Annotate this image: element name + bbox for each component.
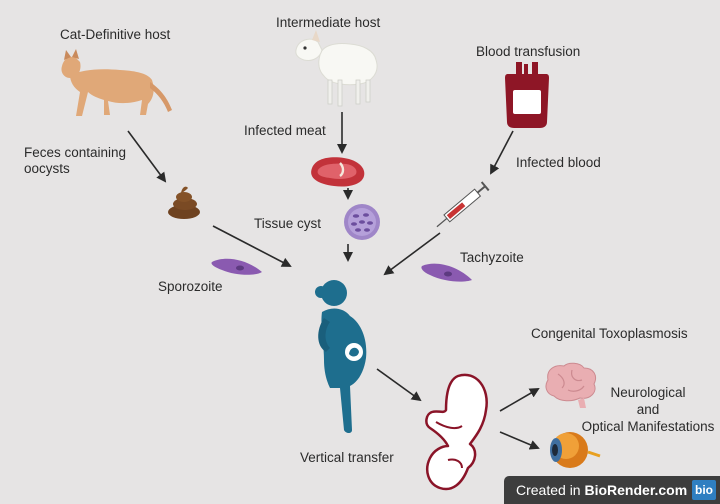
tachyzoite-icon	[421, 263, 472, 282]
label-infected-blood: Infected blood	[516, 155, 601, 170]
eye-icon	[550, 432, 601, 468]
biorender-badge[interactable]: Created in BioRender.com bio	[504, 476, 720, 504]
arrow-bag-to-syringe	[490, 130, 514, 175]
label-cat-host: Cat-Definitive host	[60, 27, 171, 42]
arrow-woman-to-fetus	[376, 368, 422, 402]
pregnant-woman-icon	[315, 280, 367, 433]
label-neuro-line1: Neurological	[610, 385, 686, 400]
arrow-cat-to-feces	[127, 130, 167, 183]
biorender-logo-icon: bio	[692, 480, 716, 500]
badge-text: Created in BioRender.com	[516, 482, 687, 498]
label-congenital-toxoplasmosis: Congenital Toxoplasmosis	[531, 326, 688, 341]
tissue-cyst-icon	[344, 204, 380, 240]
meat-icon	[311, 157, 365, 187]
syringe-icon	[436, 181, 490, 228]
label-blood-transfusion: Blood transfusion	[476, 44, 581, 59]
badge-brand: BioRender.com	[584, 482, 688, 498]
badge-prefix: Created in	[516, 482, 585, 498]
blood-bag-icon	[505, 62, 549, 128]
label-feces-line2: oocysts	[24, 161, 70, 176]
feces-icon	[168, 186, 200, 219]
cat-icon	[61, 49, 172, 116]
label-tachyzoite: Tachyzoite	[460, 250, 524, 265]
lamb-icon	[295, 30, 378, 107]
arrow-syringe-to-woman	[383, 232, 441, 276]
label-feces-line1: Feces containing	[24, 145, 127, 160]
label-intermediate-host: Intermediate host	[276, 15, 381, 30]
brain-icon	[545, 362, 597, 408]
label-neuro-line2: and	[636, 402, 660, 417]
arrow-fetus-to-eye	[499, 431, 540, 450]
arrow-feces-to-woman	[212, 225, 292, 267]
sporozoite-icon	[211, 258, 262, 275]
label-sporozoite: Sporozoite	[158, 279, 223, 294]
label-vertical-transfer: Vertical transfer	[300, 450, 394, 465]
fetus-icon	[425, 373, 488, 491]
label-infected-meat: Infected meat	[244, 123, 326, 138]
arrows	[127, 112, 540, 450]
label-neuro-line3: Optical Manifestations	[581, 419, 715, 434]
label-tissue-cyst: Tissue cyst	[254, 216, 322, 231]
arrow-fetus-to-brain	[499, 387, 540, 412]
